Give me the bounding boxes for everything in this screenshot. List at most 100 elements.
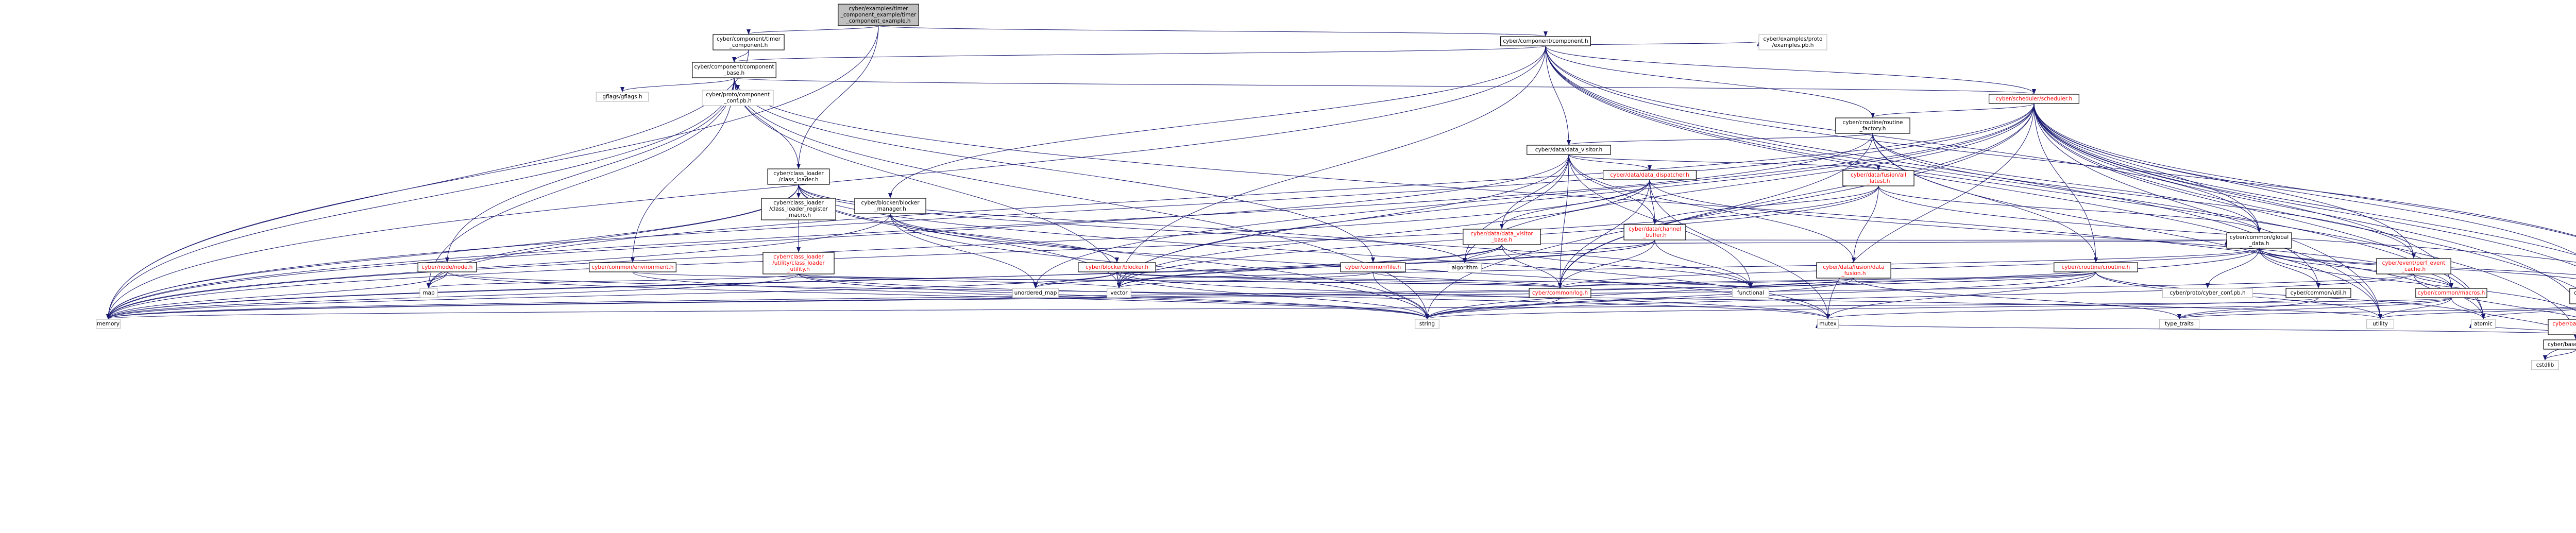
node-node[interactable]: cyber/node/node.h: [417, 262, 477, 272]
node-label-line: utility: [2372, 321, 2388, 327]
edge-class-loader-to-algorithm: [798, 184, 1467, 263]
node-croutine[interactable]: cyber/croutine/croutine.h: [2054, 262, 2138, 272]
edge: [1878, 185, 2261, 233]
edge-component-to-blocker-manager: [888, 45, 1546, 198]
edge: [2413, 273, 2576, 317]
edge-data-dispatcher-to-channel-buffer: [1649, 179, 1657, 225]
edge-perf-event-cache-to-memory: [106, 273, 2414, 319]
node-timer-component[interactable]: cyber/component/timer_component.h: [713, 34, 785, 50]
edge-perf-event-cache-to-macros-common: [2413, 273, 2453, 288]
edge-node-to-map: [427, 271, 448, 288]
node-box: [2548, 319, 2576, 335]
node-atomic-hash-map[interactable]: cyber/base/atomic_hash_map.h: [2569, 288, 2576, 304]
edge: [106, 184, 799, 319]
edge-scheduler-to-unistd: [2033, 103, 2576, 255]
edge: [1853, 278, 2181, 319]
edge: [445, 77, 735, 263]
node-log[interactable]: cyber/common/log.h: [1529, 288, 1591, 298]
edge-component-base-to-vector: [734, 77, 1121, 288]
edge: [888, 45, 1546, 198]
node-class-loader-utility[interactable]: cyber/class_loader/utility/class_loader_…: [762, 252, 835, 274]
node-perf-event-cache[interactable]: cyber/event/perf_event_cache.h: [2376, 258, 2451, 274]
node-label-line: _data.h: [2249, 240, 2269, 247]
node-label-line: _base.h: [723, 70, 744, 76]
edge: [427, 184, 799, 288]
node-data-dispatcher[interactable]: cyber/data/data_dispatcher.h: [1603, 170, 1697, 180]
edge: [1425, 297, 2319, 319]
edge-blocker-manager-to-blocker: [890, 213, 1119, 263]
edge-all-latest-to-data-fusion: [1852, 185, 1879, 263]
edge-croutine-to-log: [1558, 271, 2096, 288]
node-box: [1623, 224, 1686, 240]
edge: [106, 179, 1650, 319]
edge: [1568, 154, 1856, 263]
edge-component-to-global-data: [1545, 45, 2261, 233]
node-box: [692, 62, 776, 78]
edge-scheduler-to-atomic-rw-lock: [2033, 103, 2576, 301]
node-box: [2366, 319, 2394, 329]
node-box: [2471, 319, 2496, 329]
edge-croutine-to-memory: [106, 271, 2096, 319]
node-box: [1447, 263, 1482, 273]
node-box: [702, 90, 774, 106]
edge-data-visitor-base-to-global-data: [1501, 239, 2228, 245]
edge: [1463, 239, 1655, 263]
node-data-visitor[interactable]: cyber/data/data_visitor.h: [1527, 145, 1611, 155]
node-routine-factory[interactable]: cyber/croutine/routine_factory.h: [1835, 117, 1910, 134]
node-data-fusion[interactable]: cyber/data/fusion/data_fusion.h: [1816, 262, 1891, 279]
edge-all-latest-to-memory: [106, 185, 1879, 319]
node-class-loader[interactable]: cyber/class_loader/class_loader.h: [767, 168, 830, 185]
edge: [1545, 45, 2576, 236]
edge: [1816, 323, 2576, 334]
edge-blocker-to-log: [1116, 271, 1562, 288]
edge-node-to-utility: [447, 271, 2382, 319]
node-box: [1529, 288, 1591, 298]
edge: [106, 185, 1879, 319]
edge: [1425, 248, 2260, 319]
node-all-latest[interactable]: cyber/data/fusion/all_latest.h: [1842, 170, 1914, 186]
node-util[interactable]: cyber/common/util.h: [2285, 288, 2351, 298]
node-blocker-manager[interactable]: cyber/blocker/blocker_manager.h: [854, 198, 926, 214]
node-data-visitor-base[interactable]: cyber/data/data_visitor_base.h: [1463, 229, 1541, 245]
edge: [1872, 133, 2261, 233]
nodes-layer: cyber/examples/timer_component_example/t…: [96, 4, 2576, 370]
edge: [1116, 271, 1429, 319]
edge: [106, 271, 448, 319]
node-gflags: gflags/gflags.h: [596, 92, 649, 102]
edge-routine-factory-to-perf-event-cache: [1872, 133, 2416, 259]
node-base-macros[interactable]: cyber/base/macros.h: [2543, 339, 2576, 350]
edge: [734, 77, 1375, 263]
edge: [1558, 248, 2260, 288]
edge-data-dispatcher-to-memory: [106, 179, 1650, 319]
node-blocker[interactable]: cyber/blocker/blocker.h: [1078, 262, 1156, 272]
node-scheduler[interactable]: cyber/scheduler/scheduler.h: [1989, 94, 2079, 104]
node-class-loader-register-macro[interactable]: cyber/class_loader/class_loader_register…: [761, 198, 836, 220]
edge: [106, 273, 2414, 319]
node-label-line: cyber/common/util.h: [2291, 290, 2347, 296]
edge-file-to-log: [1372, 271, 1562, 288]
edge: [1654, 239, 1753, 288]
node-root[interactable]: cyber/examples/timer_component_example/t…: [838, 4, 919, 26]
node-label-line: cyber/event/perf_event: [2382, 260, 2446, 266]
edge-base-macros-to-cstdlib: [2543, 349, 2576, 360]
node-label-line: _manager.h: [874, 206, 906, 212]
edge-routine-factory-to-log: [1558, 133, 1873, 288]
edge-blocker-manager-to-string: [890, 213, 1429, 319]
node-macros-common[interactable]: cyber/common/macros.h: [2415, 288, 2487, 298]
node-label-line: cyber/node/node.h: [422, 264, 473, 270]
node-component[interactable]: cyber/component/component.h: [1500, 36, 1591, 46]
node-box: [2162, 288, 2253, 298]
edge-component-base-to-memory: [106, 77, 735, 319]
node-global-data[interactable]: cyber/common/global_data.h: [2226, 232, 2292, 249]
node-component-base[interactable]: cyber/component/component_base.h: [692, 62, 776, 78]
node-box: [417, 262, 477, 272]
edge: [890, 213, 1119, 263]
edge: [1545, 45, 2036, 94]
node-atomic-rw-lock[interactable]: cyber/base/atomic_rw_lock.h: [2548, 319, 2576, 335]
node-channel-buffer[interactable]: cyber/data/channel_buffer.h: [1623, 224, 1686, 240]
node-file[interactable]: cyber/common/file.h: [1340, 262, 1406, 272]
node-environment[interactable]: cyber/common/environment.h: [589, 262, 676, 272]
edge-scheduler-to-cstdint: [2033, 103, 2576, 266]
edge-atomic-rw-lock-to-mutex: [1816, 323, 2576, 334]
edge: [1826, 103, 2035, 319]
